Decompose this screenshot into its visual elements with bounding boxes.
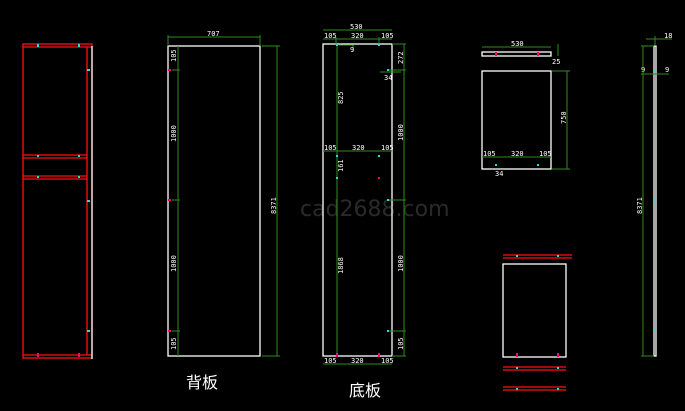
dim-back-width: 707 — [207, 30, 220, 38]
shelf-top-view: 530 25 — [481, 40, 560, 66]
bottom-panel-view: 530 105 320 105 9 825 272 1000 1000 105 … — [322, 23, 406, 400]
dim-back-height: 8371 — [270, 197, 278, 214]
dim-back-lower: 1000 — [170, 255, 178, 272]
bottom-panel-label: 底板 — [349, 381, 381, 400]
shelf-face-view: 750 105 320 105 34 — [481, 70, 570, 178]
dim-shelf-height: 750 — [560, 111, 568, 124]
dim-right-lower: 1000 — [397, 255, 405, 272]
dim-inner-upper: 825 — [337, 91, 345, 104]
dim-bottom-total: 530 — [350, 23, 363, 31]
shelf-assembly-view — [502, 254, 572, 391]
dim-top-seg-left: 105 — [324, 32, 337, 40]
back-panel-label: 背板 — [186, 373, 218, 392]
dim-small-9: 9 — [350, 46, 354, 54]
dim-face-offset: 34 — [495, 170, 503, 178]
watermark: cad2688.com — [300, 197, 450, 222]
dim-back-top-offset: 105 — [170, 49, 178, 62]
dim-strip-sub-right: 9 — [665, 66, 669, 74]
dim-face-seg-right: 105 — [539, 150, 552, 158]
dim-face-seg-left: 105 — [483, 150, 496, 158]
dim-back-upper: 1000 — [170, 125, 178, 142]
side-strip-view: 18 9 9 8371 — [636, 32, 672, 357]
dim-bot-seg-mid: 320 — [351, 357, 364, 365]
dim-right-top: 272 — [397, 51, 405, 64]
dim-mid-seg-mid: 320 — [352, 144, 365, 152]
back-panel-outline — [167, 45, 261, 357]
section-outline — [22, 43, 93, 359]
dim-right-upper: 1000 — [397, 124, 405, 141]
back-panel-view: 707 105 1000 1000 105 8371 背板 — [167, 30, 280, 392]
dim-bot-seg-right: 105 — [381, 357, 394, 365]
dim-top-seg-right: 105 — [381, 32, 394, 40]
shelf-face-outline — [481, 70, 552, 170]
dim-shelf-width: 530 — [511, 40, 524, 48]
assembly-panel-outline — [502, 263, 567, 358]
dim-mid-seg-left: 105 — [324, 144, 337, 152]
dim-back-bottom-offset: 105 — [170, 337, 178, 350]
dim-small-34: 34 — [384, 74, 392, 82]
dim-shelf-thickness: 25 — [552, 58, 560, 66]
dim-mid-seg-right: 105 — [381, 144, 394, 152]
cabinet-section-view — [22, 43, 93, 359]
dim-strip-height: 8371 — [636, 197, 644, 214]
dim-inner-lower: 1868 — [337, 257, 345, 274]
dim-top-seg-mid: 320 — [351, 32, 364, 40]
dim-inner-mid: 161 — [337, 159, 345, 172]
dim-face-seg-mid: 320 — [511, 150, 524, 158]
dim-right-bottom: 105 — [397, 337, 405, 350]
dim-strip-width: 18 — [664, 32, 672, 40]
dim-bot-seg-left: 105 — [324, 357, 337, 365]
shelf-top-outline — [481, 51, 552, 57]
